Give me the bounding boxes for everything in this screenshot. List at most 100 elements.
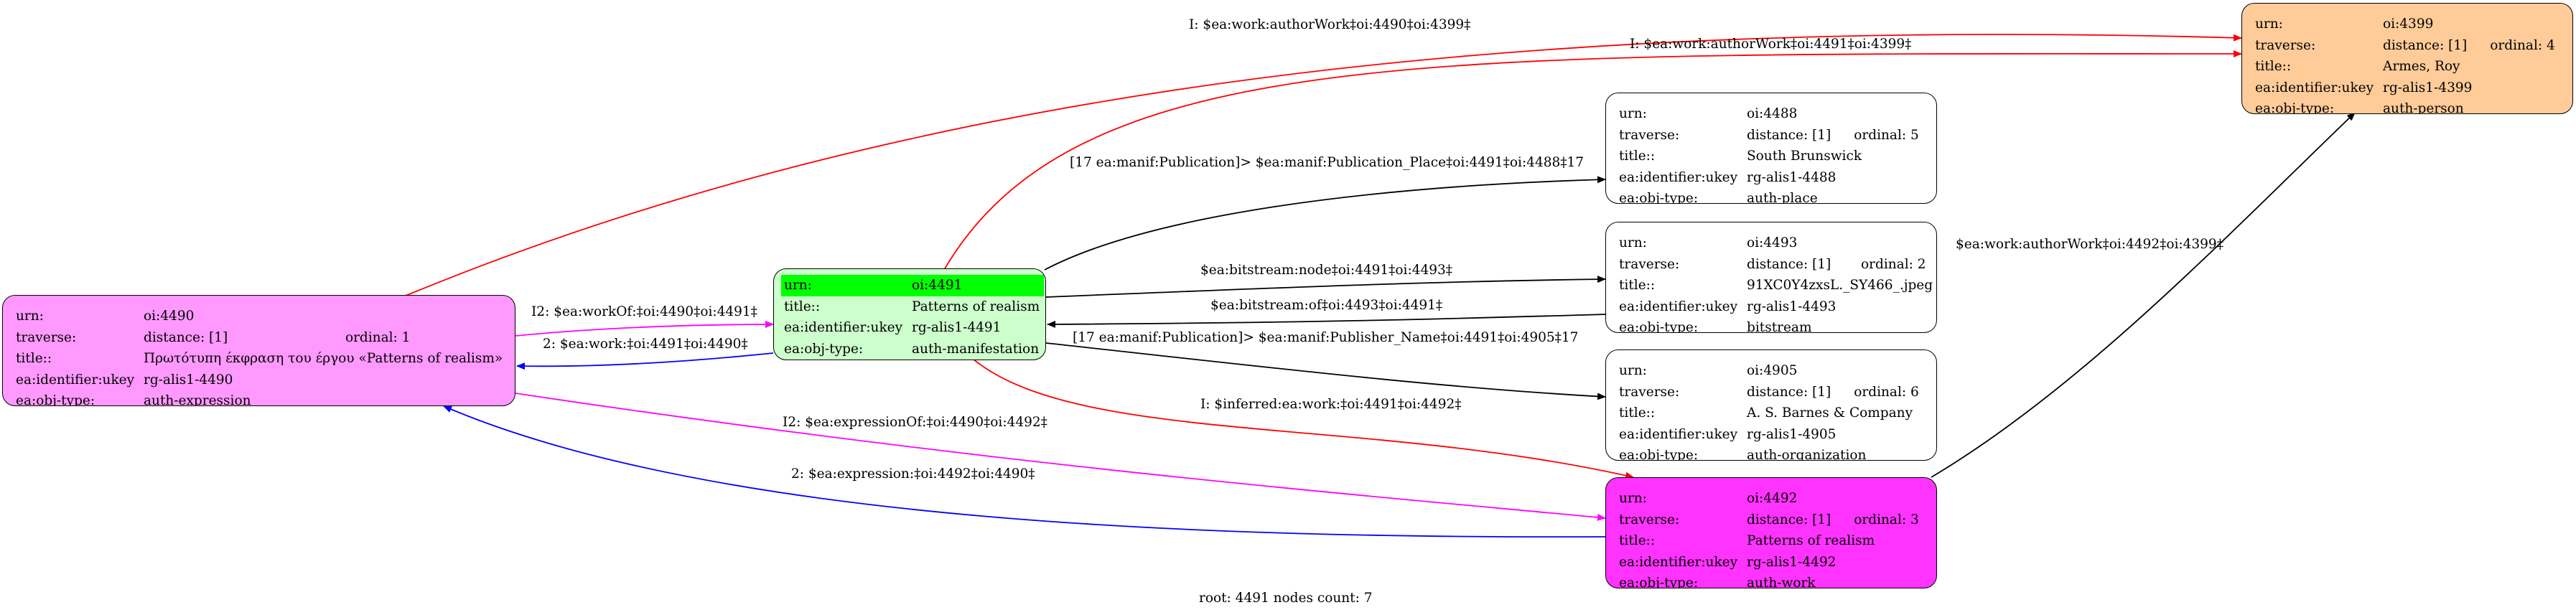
obj-type-key: ea:obj-type: [2255, 101, 2335, 114]
traverse-value: distance: [1] [1747, 256, 1831, 272]
edge-label-4490-4492: I2: $ea:expressionOf:‡oi:4490‡oi:4492‡ [783, 415, 1047, 430]
edge-label-4491-4492: I: $inferred:ea:work:‡oi:4491‡oi:4492‡ [1200, 397, 1462, 412]
edge-4492-4490-expression [443, 405, 1606, 538]
edge-4491-4492-inferred-work [972, 358, 1634, 479]
traverse-value: distance: [1] [144, 329, 228, 345]
ukey-key: ea:identifier:ukey [784, 320, 903, 336]
edge-label-4493-4491: $ea:bitstream:of‡oi:4493‡oi:4491‡ [1210, 298, 1443, 313]
urn-value: oi:4490 [144, 309, 195, 324]
ordinal-value: ordinal: 1 [345, 329, 411, 345]
node-oi-4493[interactable]: urn: oi:4493 traverse: distance: [1] ordina… [1605, 222, 1937, 333]
urn-value: oi:4493 [1747, 235, 1798, 251]
node-oi-4399[interactable]: urn: oi:4399 traverse: distance: [1] ordina… [2241, 3, 2573, 114]
node-oi-4490[interactable]: urn: oi:4490 traverse: distance: [1] ordina… [2, 295, 515, 406]
title-value: Patterns of realism [912, 299, 1040, 314]
obj-type-key: ea:obj-type: [16, 393, 95, 406]
traverse-value: distance: [1] [1747, 384, 1831, 400]
ukey-key: ea:identifier:ukey [1619, 169, 1738, 185]
obj-type-value: auth-expression [144, 393, 251, 406]
title-value: A. S. Barnes & Company [1747, 405, 1913, 421]
node-oi-4905[interactable]: urn: oi:4905 traverse: distance: [1] ordina… [1605, 349, 1937, 461]
title-key: title:: [2255, 59, 2292, 75]
ukey-value: rg-alis1-4492 [1747, 554, 1837, 570]
ukey-key: ea:identifier:ukey [1619, 299, 1738, 314]
ukey-value: rg-alis1-4490 [144, 372, 233, 388]
traverse-value: distance: [1] [1747, 127, 1831, 143]
edge-4490-4492-expressionof [515, 393, 1606, 521]
urn-value: oi:4491 [909, 275, 1044, 296]
obj-type-value: auth-organization [1747, 448, 1867, 461]
traverse-value: distance: [1] [2383, 37, 2468, 53]
edge-4491-4493-bitstream-node [1045, 276, 1606, 298]
ordinal-value: ordinal: 4 [2490, 37, 2555, 53]
node-oi-4491[interactable]: urn:oi:4491 title::Patterns of realism e… [773, 268, 1046, 360]
title-key: title:: [1619, 149, 1656, 164]
edge-4491-4490-work [516, 352, 774, 370]
edge-4492-4399-authorwork [1931, 112, 2356, 478]
ukey-value: rg-alis1-4399 [2383, 80, 2473, 95]
obj-type-key: ea:obj-type: [1619, 576, 1699, 588]
node-oi-4488[interactable]: urn:oi:4488 traverse:distance: [1]ordina… [1605, 93, 1937, 204]
urn-key: urn: [16, 309, 44, 324]
traverse-key: traverse: [1619, 512, 1680, 527]
title-key: title:: [1619, 278, 1656, 294]
title-value: Patterns of realism [1747, 533, 1875, 549]
node-oi-4492[interactable]: urn: oi:4492 traverse: distance: [1] ordina… [1605, 477, 1937, 588]
edge-4491-4399-authorwork [943, 50, 2242, 271]
urn-key: urn: [2255, 17, 2283, 32]
edge-4491-4905-publisher-name [1045, 342, 1606, 400]
traverse-key: traverse: [16, 329, 77, 345]
traverse-value: distance: [1] [1747, 512, 1831, 527]
edge-4493-4491-bitstream-of [1047, 314, 1606, 328]
obj-type-key: ea:obj-type: [784, 341, 864, 357]
edge-label-4491-4493: $ea:bitstream:node‡oi:4491‡oi:4493‡ [1200, 263, 1453, 278]
edge-label-4490-4491: I2: $ea:workOf:‡oi:4490‡oi:4491‡ [531, 304, 757, 319]
urn-key: urn: [781, 275, 909, 296]
title-value: Armes, Roy [2383, 59, 2460, 75]
traverse-key: traverse: [1619, 384, 1680, 400]
title-value: Πρωτότυπη έκφραση του έργου «Patterns of… [144, 351, 503, 367]
graph-footer-caption: root: 4491 nodes count: 7 [1199, 591, 1373, 606]
edge-4490-4491-workof [515, 321, 774, 337]
title-value: South Brunswick [1747, 149, 1862, 164]
ordinal-value: ordinal: 2 [1861, 256, 1926, 272]
urn-key: urn: [1619, 106, 1647, 122]
urn-key: urn: [1619, 363, 1647, 379]
edge-label-4492-4490: 2: $ea:expression:‡oi:4492‡oi:4490‡ [791, 466, 1035, 482]
edge-label-4491-4905: [17 ea:manif:Publication]> $ea:manif:Pub… [1073, 330, 1579, 345]
urn-key: urn: [1619, 491, 1647, 507]
obj-type-key: ea:obj-type: [1619, 191, 1699, 204]
urn-key: urn: [1619, 235, 1647, 251]
ukey-key: ea:identifier:ukey [1619, 554, 1738, 570]
urn-value: oi:4905 [1747, 363, 1798, 379]
ukey-value: rg-alis1-4493 [1747, 299, 1837, 314]
ukey-key: ea:identifier:ukey [16, 372, 135, 388]
obj-type-value: auth-work [1747, 576, 1816, 588]
traverse-key: traverse: [1619, 127, 1680, 143]
obj-type-value: auth-manifestation [912, 341, 1040, 357]
edge-4491-4488-publication-place [1044, 176, 1606, 271]
urn-value: oi:4488 [1747, 106, 1798, 122]
urn-value: oi:4492 [1747, 491, 1798, 507]
ordinal-value: ordinal: 3 [1854, 512, 1919, 527]
title-key: title:: [16, 351, 52, 367]
traverse-key: traverse: [2255, 37, 2316, 53]
title-key: title:: [1619, 405, 1656, 421]
urn-value: oi:4399 [2383, 17, 2434, 32]
edge-label-4491-4399: I: $ea:work:authorWork‡oi:4491‡oi:4399‡ [1630, 37, 1912, 52]
obj-type-value: auth-place [1747, 191, 1818, 204]
ukey-value: rg-alis1-4491 [912, 320, 1002, 336]
ukey-key: ea:identifier:ukey [2255, 80, 2374, 95]
edge-label-4491-4488: [17 ea:manif:Publication]> $ea:manif:Pub… [1070, 155, 1585, 170]
traverse-key: traverse: [1619, 256, 1680, 272]
edge-label-4492-4399: $ea:work:authorWork‡oi:4492‡oi:4399‡ [1956, 237, 2223, 252]
obj-type-key: ea:obj-type: [1619, 320, 1699, 333]
title-key: title:: [784, 299, 821, 314]
ukey-value: rg-alis1-4905 [1747, 426, 1837, 442]
ukey-key: ea:identifier:ukey [1619, 426, 1738, 442]
ordinal-value: ordinal: 6 [1854, 384, 1919, 400]
title-value: 91XC0Y4zxsL._SY466_.jpeg [1747, 278, 1933, 294]
obj-type-value: bitstream [1747, 320, 1812, 333]
edge-label-4490-4399: I: $ea:work:authorWork‡oi:4490‡oi:4399‡ [1189, 17, 1471, 32]
